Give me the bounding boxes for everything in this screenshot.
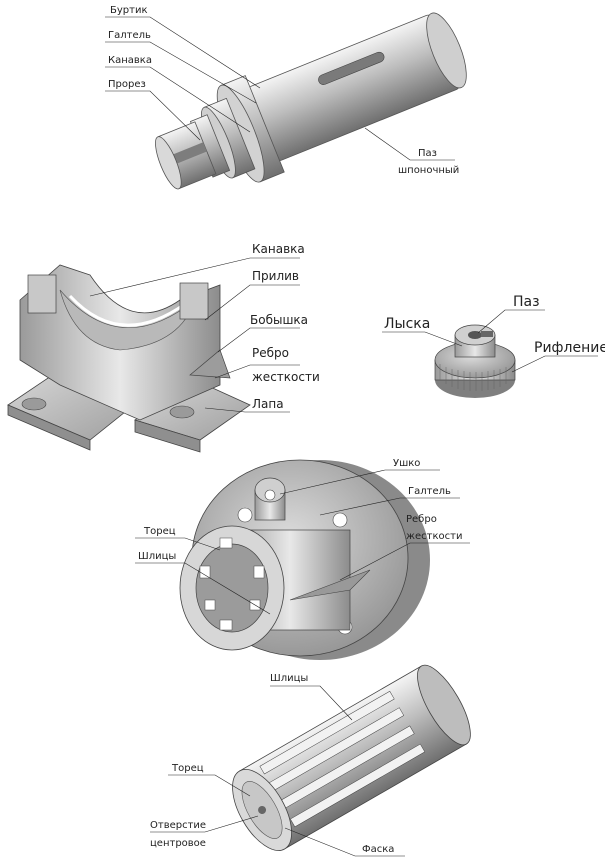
nut-leaders	[382, 309, 598, 373]
label-rebro-zhestkosti-2: жесткости	[406, 531, 462, 542]
label-prorez: Прорез	[108, 79, 146, 90]
label-lapa: Лапа	[252, 397, 284, 411]
label-paz: Паз	[418, 148, 437, 159]
label-centrovoe: центровое	[150, 838, 206, 849]
label-priliv: Прилив	[252, 269, 299, 283]
label-burtik: Буртик	[110, 5, 148, 16]
label-torec-2: Торец	[171, 763, 204, 774]
flange-leaders	[135, 469, 470, 615]
figure-housing: Канавка Прилив Бобышка Ребро жесткости Л…	[7, 242, 320, 453]
label-torec: Торец	[143, 526, 176, 537]
label-paz-shponochny: шпоночный	[398, 165, 459, 176]
label-lyska: Лыска	[384, 316, 430, 332]
spline-shaft-leaders	[150, 685, 405, 857]
spline-teeth	[259, 690, 426, 828]
figure-spline-shaft: Шлицы Торец Отверстие центровое Фаска	[150, 664, 471, 857]
label-bobyshka: Бобышка	[250, 313, 308, 327]
label-otverstie: Отверстие	[150, 820, 206, 831]
label-rebro-2: Ребро	[406, 514, 437, 525]
shaft-drawing	[155, 12, 467, 190]
shaft-leaders	[105, 16, 455, 161]
label-shlicy-2: Шлицы	[270, 673, 308, 684]
label-faska: Фаска	[362, 844, 394, 855]
label-galtel: Галтель	[108, 30, 151, 41]
figure-shaft: Буртик Галтель Канавка Прорез Паз шпоноч…	[105, 5, 467, 190]
label-kanavka-2: Канавка	[252, 242, 305, 256]
nut-drawing	[434, 324, 516, 398]
label-rebro-zhestkosti: жесткости	[252, 370, 320, 384]
spline-shaft-drawing	[232, 664, 471, 851]
housing-leaders	[89, 257, 300, 413]
flange-drawing	[179, 459, 430, 660]
figure-flange: Ушко Галтель Ребро жесткости Торец Шлицы	[135, 458, 470, 660]
label-ushko: Ушко	[393, 458, 420, 469]
label-riflenie: Рифление	[534, 340, 605, 356]
label-kanavka: Канавка	[108, 55, 152, 66]
label-paz-2: Паз	[513, 294, 540, 310]
figure-nut: Лыска Паз Рифление	[382, 294, 605, 398]
label-shlicy: Шлицы	[138, 551, 176, 562]
housing-drawing	[7, 264, 251, 453]
label-galtel-2: Галтель	[408, 486, 451, 497]
label-rebro: Ребро	[252, 346, 289, 360]
